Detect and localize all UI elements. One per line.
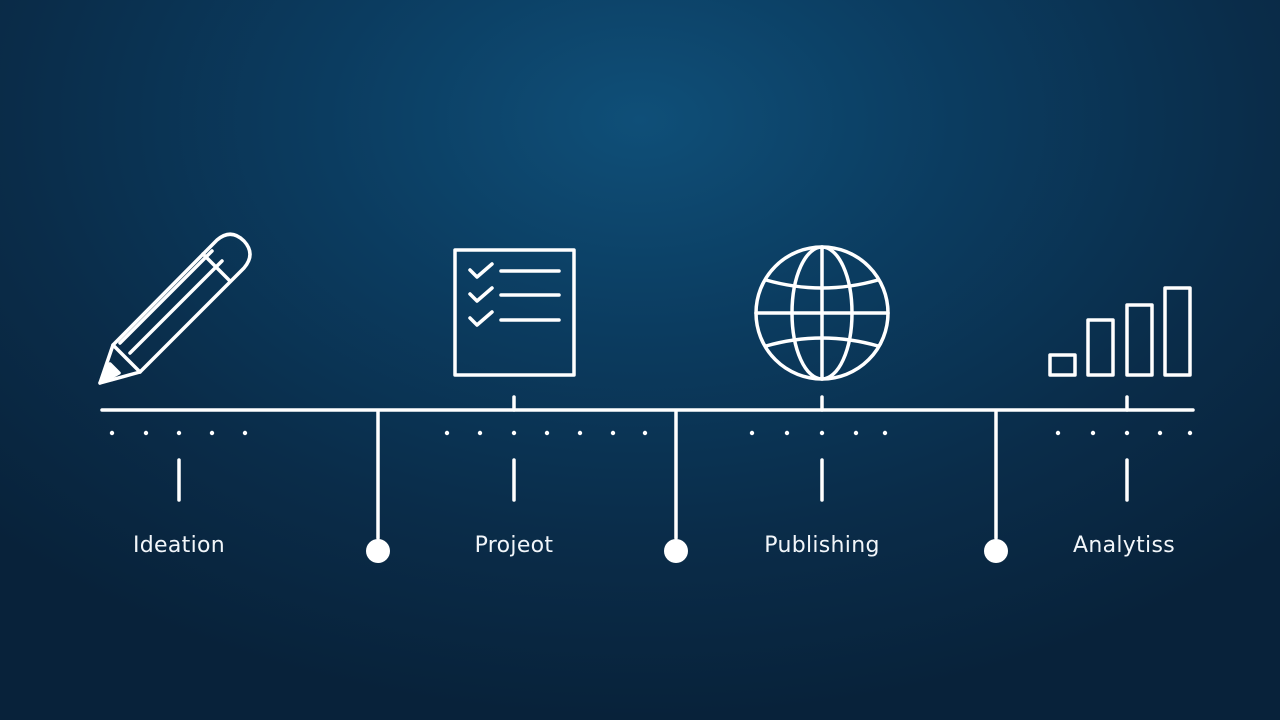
stage-label-publishing: Publishing: [764, 533, 880, 558]
bar-chart-icon: [1048, 286, 1192, 377]
pencil-icon: [98, 232, 252, 385]
stage-label-project: Projeot: [474, 533, 554, 558]
stage-label-ideation: Ideation: [132, 533, 225, 558]
milestone-connector: [984, 410, 1008, 563]
dotted-row: [444, 430, 648, 436]
dotted-row: [109, 430, 248, 436]
stage-label-analytics: Analytiss: [1073, 533, 1175, 558]
checklist-icon: [453, 248, 576, 377]
milestone-connector: [366, 410, 390, 563]
globe-icon: [754, 245, 890, 381]
dotted-row: [1055, 430, 1193, 436]
milestone-connector: [664, 410, 688, 563]
dotted-row: [749, 430, 888, 436]
